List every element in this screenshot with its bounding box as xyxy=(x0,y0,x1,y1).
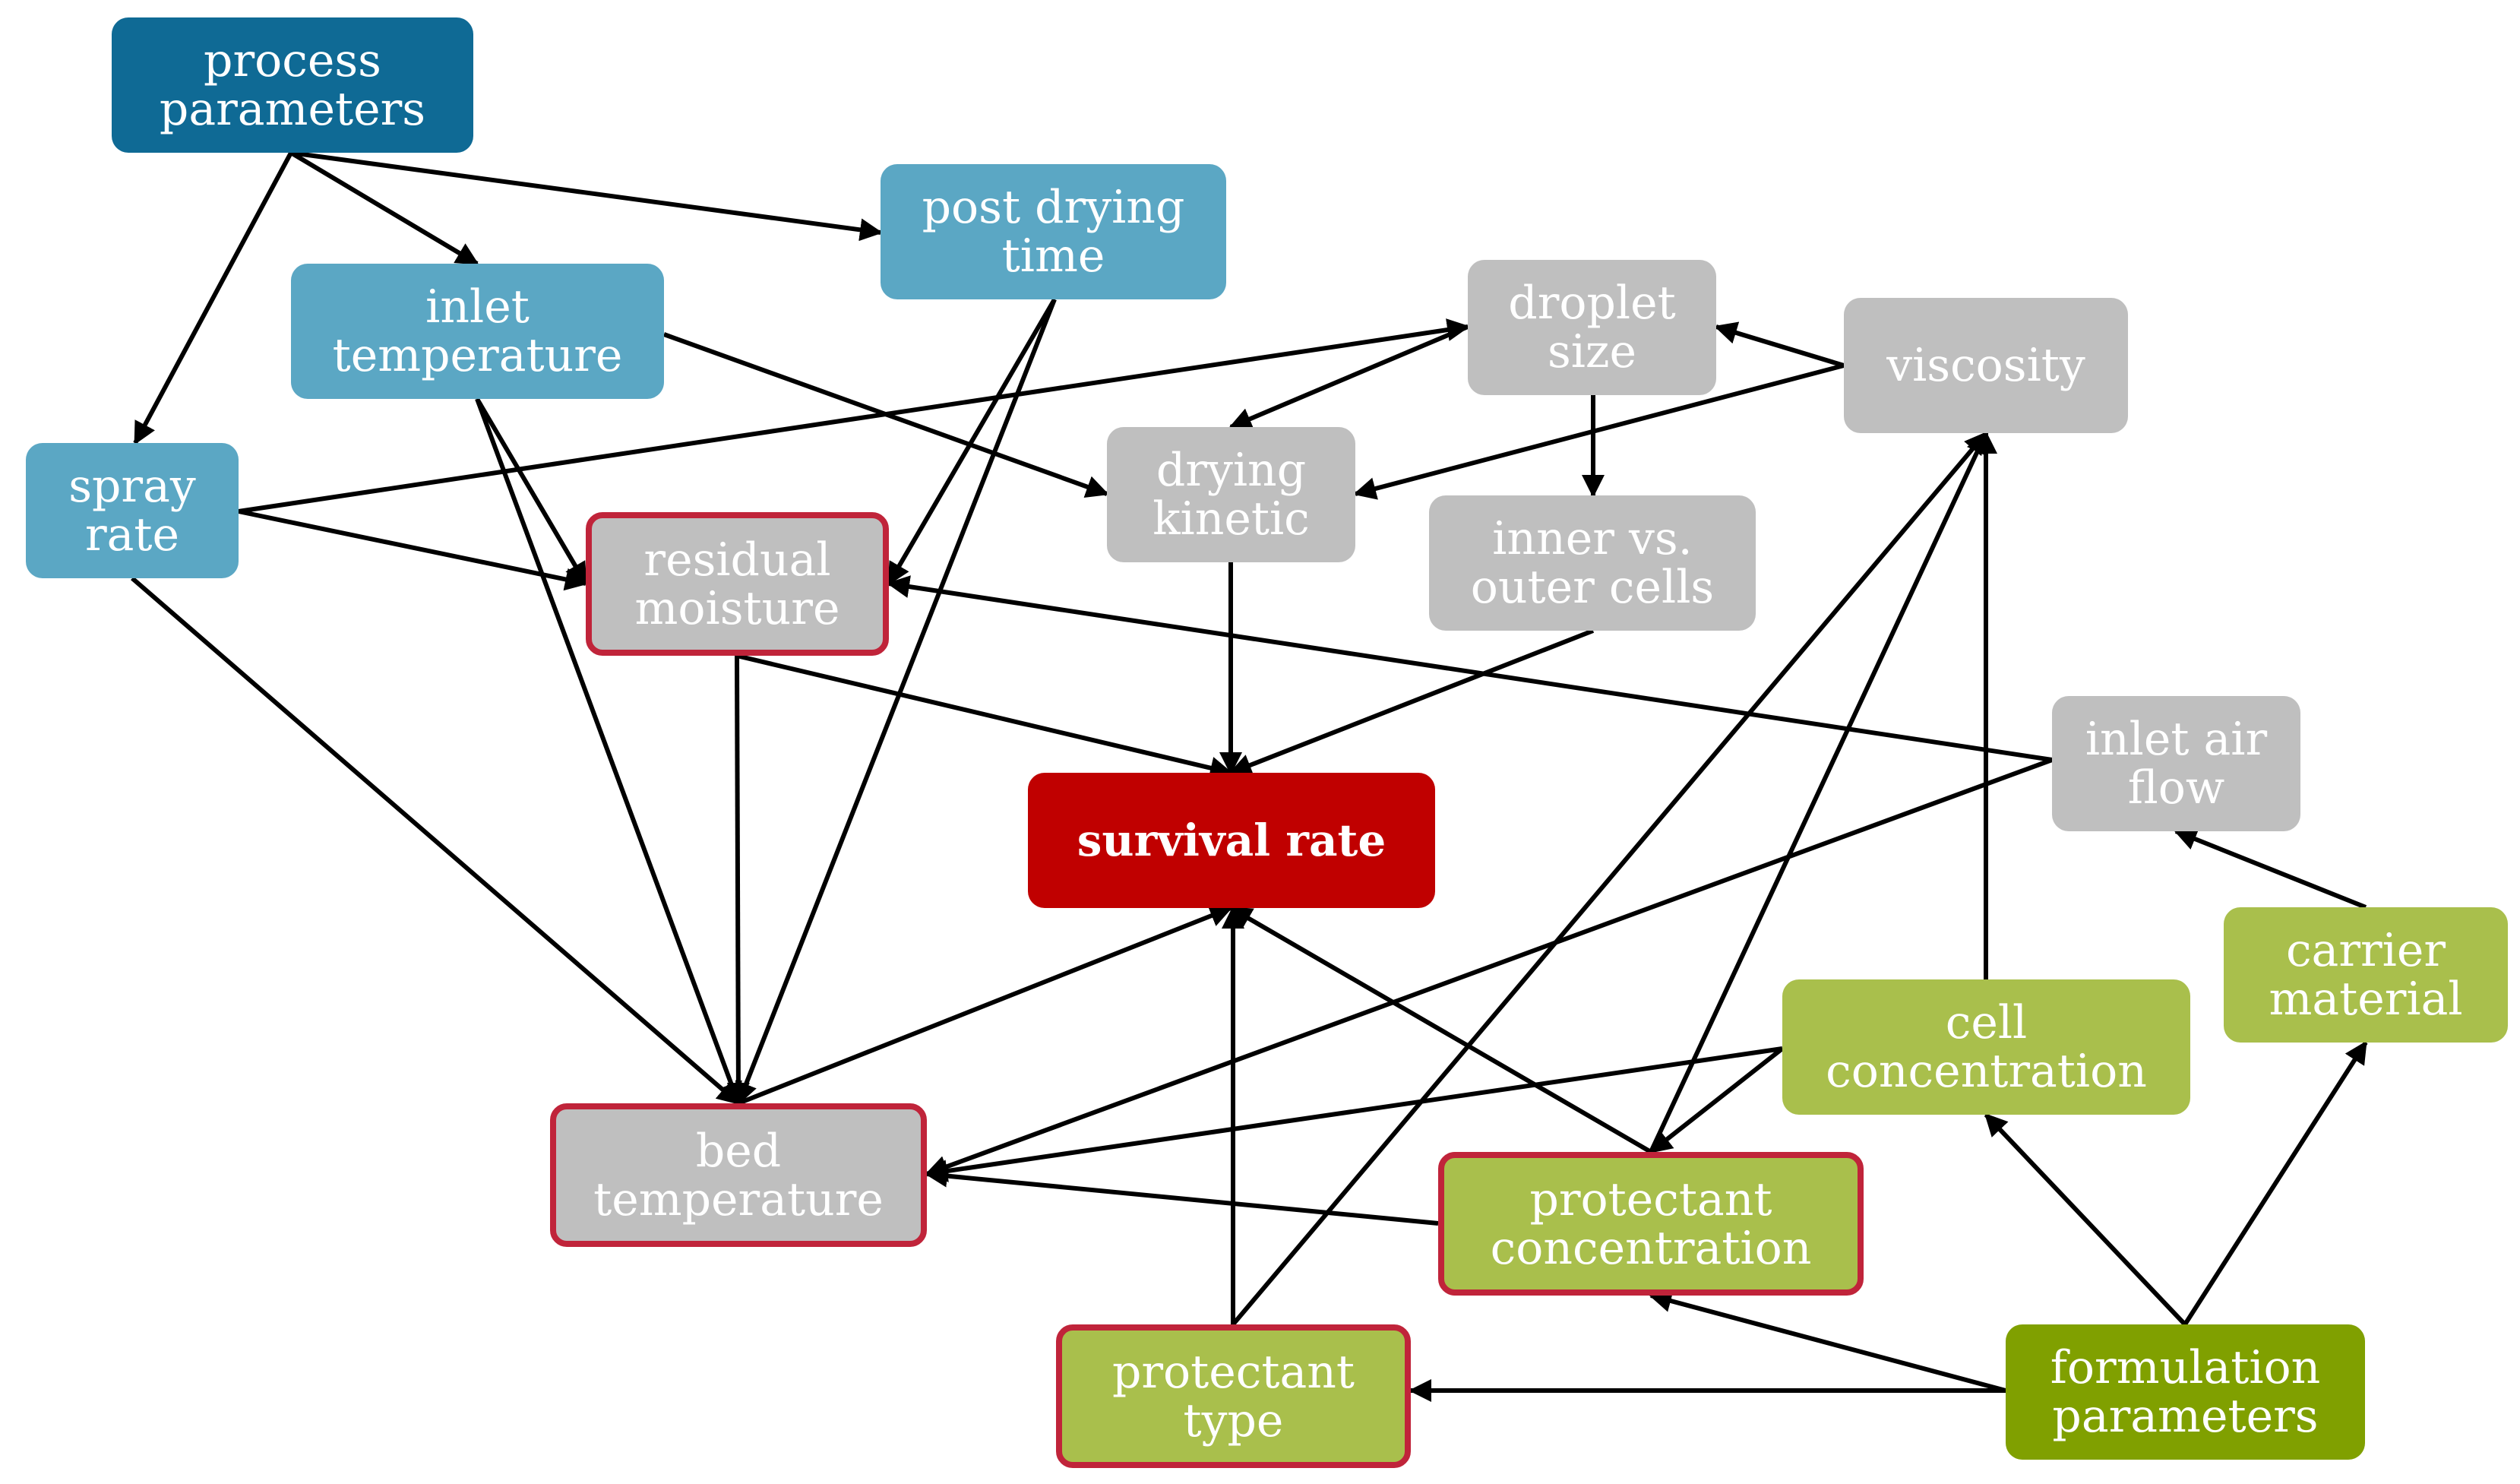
node-bed-temperature: bed temperature xyxy=(550,1103,927,1247)
node-carrier-material: carrier material xyxy=(2224,907,2508,1043)
edge-residual-moisture-to-survival-rate xyxy=(736,653,1233,780)
edge-inlet-temperature-to-bed-temperature xyxy=(475,397,742,1106)
edge-spray-rate-to-droplet-size xyxy=(238,318,1470,514)
edge-protectant-concentration-to-viscosity xyxy=(1649,431,1988,1153)
edge-protectant-concentration-to-survival-rate xyxy=(1228,906,1652,1154)
edge-formulation-parameters-to-cell-concentration xyxy=(1984,1112,2187,1327)
edge-inlet-temperature-to-residual-moisture xyxy=(475,397,588,586)
edge-protectant-type-to-viscosity xyxy=(1231,431,1988,1326)
node-survival-rate: survival rate xyxy=(1028,773,1435,908)
edge-post-drying-time-to-bed-temperature xyxy=(735,298,1057,1106)
node-formulation-parameters: formulation parameters xyxy=(2006,1324,2365,1460)
node-spray-rate: spray rate xyxy=(26,443,239,578)
edge-cell-concentration-to-bed-temperature xyxy=(925,1046,1783,1182)
edge-viscosity-to-droplet-size xyxy=(1714,321,1845,368)
edge-inner-outer-cells-to-survival-rate xyxy=(1228,628,1595,777)
node-cell-concentration: cell concentration xyxy=(1782,979,2190,1115)
edge-formulation-parameters-to-carrier-material xyxy=(2183,1040,2368,1326)
edge-bed-temperature-to-survival-rate xyxy=(737,905,1233,1106)
node-residual-moisture: residual moisture xyxy=(586,512,889,656)
node-viscosity: viscosity xyxy=(1844,298,2128,433)
edge-protectant-concentration-to-bed-temperature xyxy=(925,1164,1439,1226)
node-drying-kinetic: drying kinetic xyxy=(1107,427,1355,562)
edge-post-drying-time-to-residual-moisture xyxy=(887,298,1057,586)
node-protectant-concentration: protectant concentration xyxy=(1438,1152,1864,1296)
edge-inlet-air-flow-to-residual-moisture xyxy=(887,575,2053,762)
node-process-parameters: process parameters xyxy=(112,17,473,153)
node-inlet-temperature: inlet temperature xyxy=(291,264,664,399)
edge-spray-rate-to-bed-temperature xyxy=(131,576,741,1106)
edge-droplet-size-to-drying-kinetic xyxy=(1228,324,1469,430)
edge-residual-moisture-to-bed-temperature xyxy=(726,655,750,1106)
edge-process-parameters-to-spray-rate xyxy=(133,151,293,445)
edge-cell-concentration-to-protectant-concentration xyxy=(1649,1046,1784,1154)
edge-spray-rate-to-residual-moisture xyxy=(238,509,588,591)
edge-formulation-parameters-to-protectant-concentration xyxy=(1649,1289,2006,1393)
node-post-drying-time: post drying time xyxy=(881,164,1226,299)
node-protectant-type: protectant type xyxy=(1056,1324,1411,1468)
edge-viscosity-to-drying-kinetic xyxy=(1353,363,1845,500)
node-inner-outer-cells: inner vs. outer cells xyxy=(1429,495,1756,631)
edge-process-parameters-to-inlet-temperature xyxy=(289,150,479,266)
edge-carrier-material-to-inlet-air-flow xyxy=(2174,828,2367,910)
edge-inlet-air-flow-to-bed-temperature xyxy=(925,758,2054,1178)
node-inlet-air-flow: inlet air flow xyxy=(2052,696,2300,831)
edge-process-parameters-to-post-drying-time xyxy=(290,150,883,242)
node-droplet-size: droplet size xyxy=(1468,260,1716,395)
